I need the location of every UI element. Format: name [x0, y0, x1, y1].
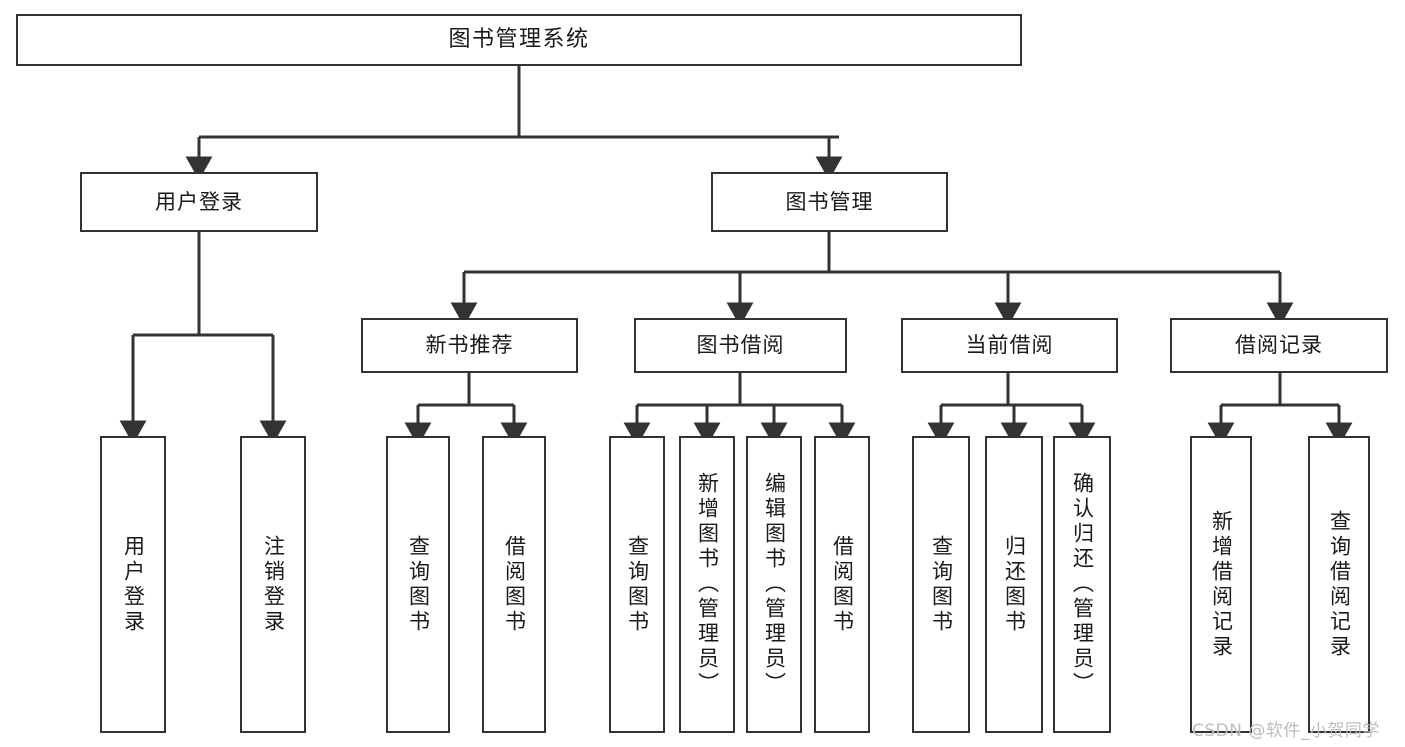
node-book-manage-label: 图书管理 — [785, 189, 874, 214]
node-leaf-query-book-new[interactable]: 查询图书 — [386, 436, 450, 733]
node-leaf-user-logout[interactable]: 注销登录 — [240, 436, 306, 733]
node-leaf-confirm-return-admin[interactable]: 确认归还（管理员） — [1053, 436, 1111, 733]
node-leaf-return-book-label: 归还图书 — [1002, 534, 1027, 635]
node-leaf-borrow-book[interactable]: 借阅图书 — [814, 436, 870, 733]
node-book-borrow[interactable]: 图书借阅 — [634, 318, 847, 373]
node-leaf-borrow-book-new[interactable]: 借阅图书 — [482, 436, 546, 733]
node-leaf-add-borrow-record[interactable]: 新增借阅记录 — [1190, 436, 1252, 733]
node-new-book-recommend-label: 新书推荐 — [425, 333, 514, 358]
node-leaf-borrow-book-label: 借阅图书 — [830, 534, 855, 635]
node-leaf-query-book-current-label: 查询图书 — [929, 534, 954, 635]
node-leaf-edit-book-admin[interactable]: 编辑图书（管理员） — [746, 436, 802, 733]
node-leaf-query-book-current[interactable]: 查询图书 — [912, 436, 970, 733]
node-leaf-query-book-borrow-label: 查询图书 — [625, 534, 650, 635]
node-current-borrow-label: 当前借阅 — [965, 333, 1054, 358]
node-leaf-add-borrow-record-label: 新增借阅记录 — [1209, 509, 1234, 660]
node-leaf-query-book-new-label: 查询图书 — [406, 534, 431, 635]
node-leaf-borrow-book-new-label: 借阅图书 — [502, 534, 527, 635]
node-user-login-label: 用户登录 — [155, 189, 243, 214]
node-leaf-return-book[interactable]: 归还图书 — [985, 436, 1043, 733]
node-borrow-record[interactable]: 借阅记录 — [1170, 318, 1388, 373]
node-leaf-query-book-borrow[interactable]: 查询图书 — [609, 436, 665, 733]
node-leaf-add-book-admin[interactable]: 新增图书（管理员） — [679, 436, 735, 733]
node-leaf-edit-book-admin-label: 编辑图书（管理员） — [762, 472, 787, 697]
node-book-borrow-label: 图书借阅 — [696, 333, 785, 358]
node-leaf-confirm-return-admin-label: 确认归还（管理员） — [1070, 472, 1095, 697]
node-leaf-user-login[interactable]: 用户登录 — [100, 436, 166, 733]
node-book-manage[interactable]: 图书管理 — [711, 172, 948, 232]
node-leaf-user-logout-label: 注销登录 — [261, 534, 286, 635]
watermark-text: CSDN @软件_小贺同学 — [1192, 721, 1380, 741]
node-leaf-user-login-label: 用户登录 — [121, 534, 146, 635]
node-leaf-query-borrow-record[interactable]: 查询借阅记录 — [1308, 436, 1370, 733]
node-root-label: 图书管理系统 — [448, 27, 590, 53]
node-root[interactable]: 图书管理系统 — [16, 14, 1022, 66]
node-user-login[interactable]: 用户登录 — [80, 172, 318, 232]
node-current-borrow[interactable]: 当前借阅 — [901, 318, 1118, 373]
node-leaf-add-book-admin-label: 新增图书（管理员） — [695, 472, 720, 697]
node-leaf-query-borrow-record-label: 查询借阅记录 — [1327, 509, 1352, 660]
node-new-book-recommend[interactable]: 新书推荐 — [361, 318, 578, 373]
node-borrow-record-label: 借阅记录 — [1235, 333, 1323, 358]
